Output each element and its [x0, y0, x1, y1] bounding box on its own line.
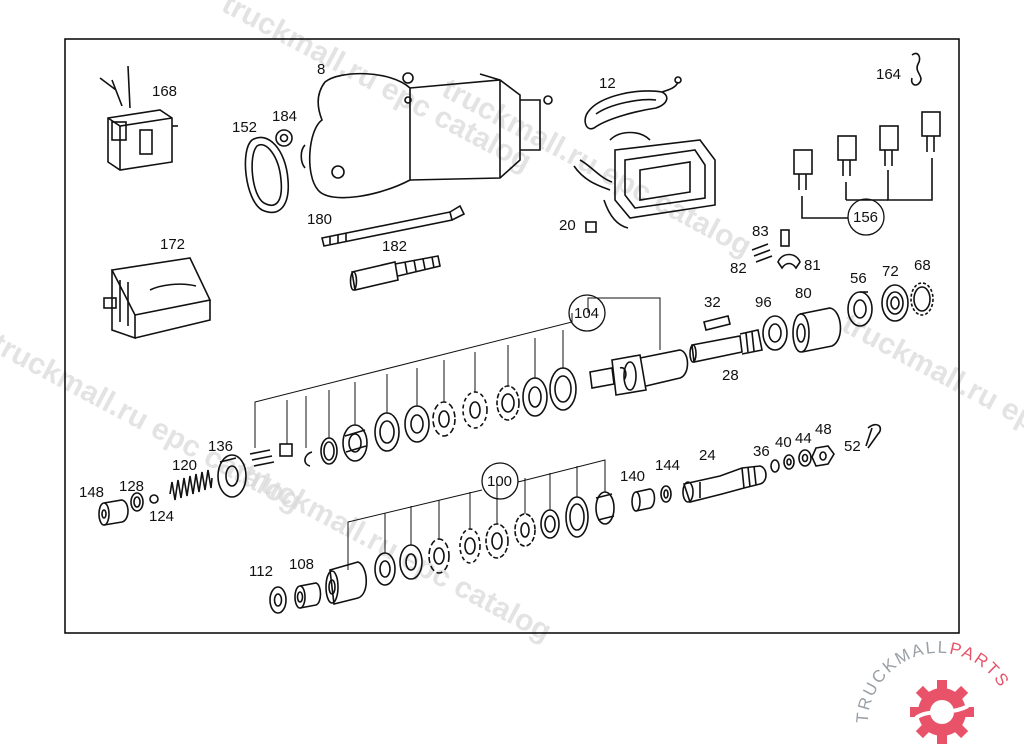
- label-44: 44: [795, 430, 812, 447]
- part-40-washer: [783, 454, 795, 470]
- label-152: 152: [232, 119, 257, 136]
- label-172: 172: [160, 236, 185, 253]
- callout-circle-104: [568, 294, 606, 332]
- part-140-bushing: [631, 488, 656, 512]
- part-80-sleeve: [792, 307, 842, 353]
- truckmall-parts-logo: TRUCKMALLPARTS: [853, 638, 1014, 744]
- label-28: 28: [722, 367, 739, 384]
- label-68: 68: [914, 257, 931, 274]
- parts-drawing: [98, 52, 941, 614]
- label-72: 72: [882, 263, 899, 280]
- part-83-pin: [780, 229, 790, 247]
- label-108: 108: [289, 556, 314, 573]
- part-52-cotter-pin: [865, 423, 882, 449]
- label-164: 164: [876, 66, 901, 83]
- part-81-clip: [777, 253, 801, 270]
- label-148: 148: [79, 484, 104, 501]
- label-136: 136: [208, 438, 233, 455]
- label-52: 52: [844, 438, 861, 455]
- part-8-starter-motor: [300, 72, 553, 199]
- part-136-washer: [217, 454, 247, 498]
- part-120-spring: [169, 469, 213, 501]
- part-172-solenoid: [103, 257, 212, 340]
- label-32: 32: [704, 294, 721, 311]
- label-24: 24: [699, 447, 716, 464]
- label-36: 36: [753, 443, 770, 460]
- label-112: 112: [249, 563, 273, 580]
- part-184-washer: [275, 129, 293, 147]
- label-20: 20: [559, 217, 576, 234]
- label-104: 104: [574, 305, 599, 322]
- label-124: 124: [149, 508, 174, 525]
- part-24-pinion: [682, 465, 767, 503]
- part-labels: 168 8 152 184 12 164 156 180 20 172 182 …: [79, 61, 931, 580]
- label-156: 156: [853, 209, 878, 226]
- part-148-bushing: [98, 499, 129, 526]
- label-182: 182: [382, 238, 407, 255]
- label-81: 81: [804, 257, 821, 274]
- watermark-text: truckmall.ru epc catalog: [437, 72, 757, 263]
- part-104-carrier-shaft: [589, 349, 689, 396]
- part-180-through-bolt: [321, 204, 466, 247]
- part-36-washer: [770, 459, 780, 473]
- label-80: 80: [795, 285, 812, 302]
- part-128-ring: [130, 492, 144, 512]
- part-168-terminal-block: [99, 65, 178, 171]
- part-104-components: [249, 367, 577, 467]
- label-12: 12: [599, 75, 616, 92]
- part-108-bushing: [294, 582, 322, 609]
- callout-circle-156: [847, 198, 885, 236]
- callout-circle-100: [481, 462, 519, 500]
- part-144-ring: [660, 485, 672, 503]
- leader-lines-104: [254, 297, 661, 448]
- watermark-text: truckmall.ru epc catalog: [837, 307, 1024, 498]
- part-96-bearing: [762, 315, 788, 351]
- label-144: 144: [655, 457, 680, 474]
- part-12-brush-holder: [584, 76, 682, 130]
- label-83: 83: [752, 223, 769, 240]
- label-40: 40: [775, 434, 792, 451]
- label-48: 48: [815, 421, 832, 438]
- part-20-field-coil: [573, 131, 716, 233]
- label-96: 96: [755, 294, 772, 311]
- part-82-spring: [751, 243, 773, 263]
- label-56: 56: [850, 270, 867, 287]
- label-184: 184: [272, 108, 297, 125]
- part-156-connectors: [793, 111, 941, 219]
- label-100: 100: [487, 473, 512, 490]
- part-56-bearing: [847, 291, 873, 327]
- part-124-ball: [149, 494, 159, 504]
- part-182-bolt: [349, 255, 441, 291]
- leader-lines-100: [347, 459, 606, 570]
- gear-icon: [910, 680, 974, 744]
- part-68-ring: [910, 282, 934, 316]
- diagram-frame: [64, 38, 960, 634]
- part-44-washer: [798, 449, 812, 467]
- logo-brand-b: PARTS: [948, 639, 1014, 692]
- part-164-cable-tie: [910, 52, 922, 86]
- label-168: 168: [152, 83, 177, 100]
- label-140: 140: [620, 468, 645, 485]
- label-180: 180: [307, 211, 332, 228]
- part-152-gasket: [244, 136, 289, 214]
- part-72-bearing: [881, 284, 909, 322]
- label-8: 8: [317, 61, 325, 78]
- watermark-text: truckmall.ru epc catalog: [217, 0, 537, 178]
- part-112-washer: [269, 586, 287, 614]
- label-120: 120: [172, 457, 197, 474]
- label-82: 82: [730, 260, 747, 277]
- part-48-nut: [811, 445, 835, 467]
- part-32-key: [703, 315, 731, 331]
- part-28-shaft: [689, 329, 763, 363]
- label-128: 128: [119, 478, 144, 495]
